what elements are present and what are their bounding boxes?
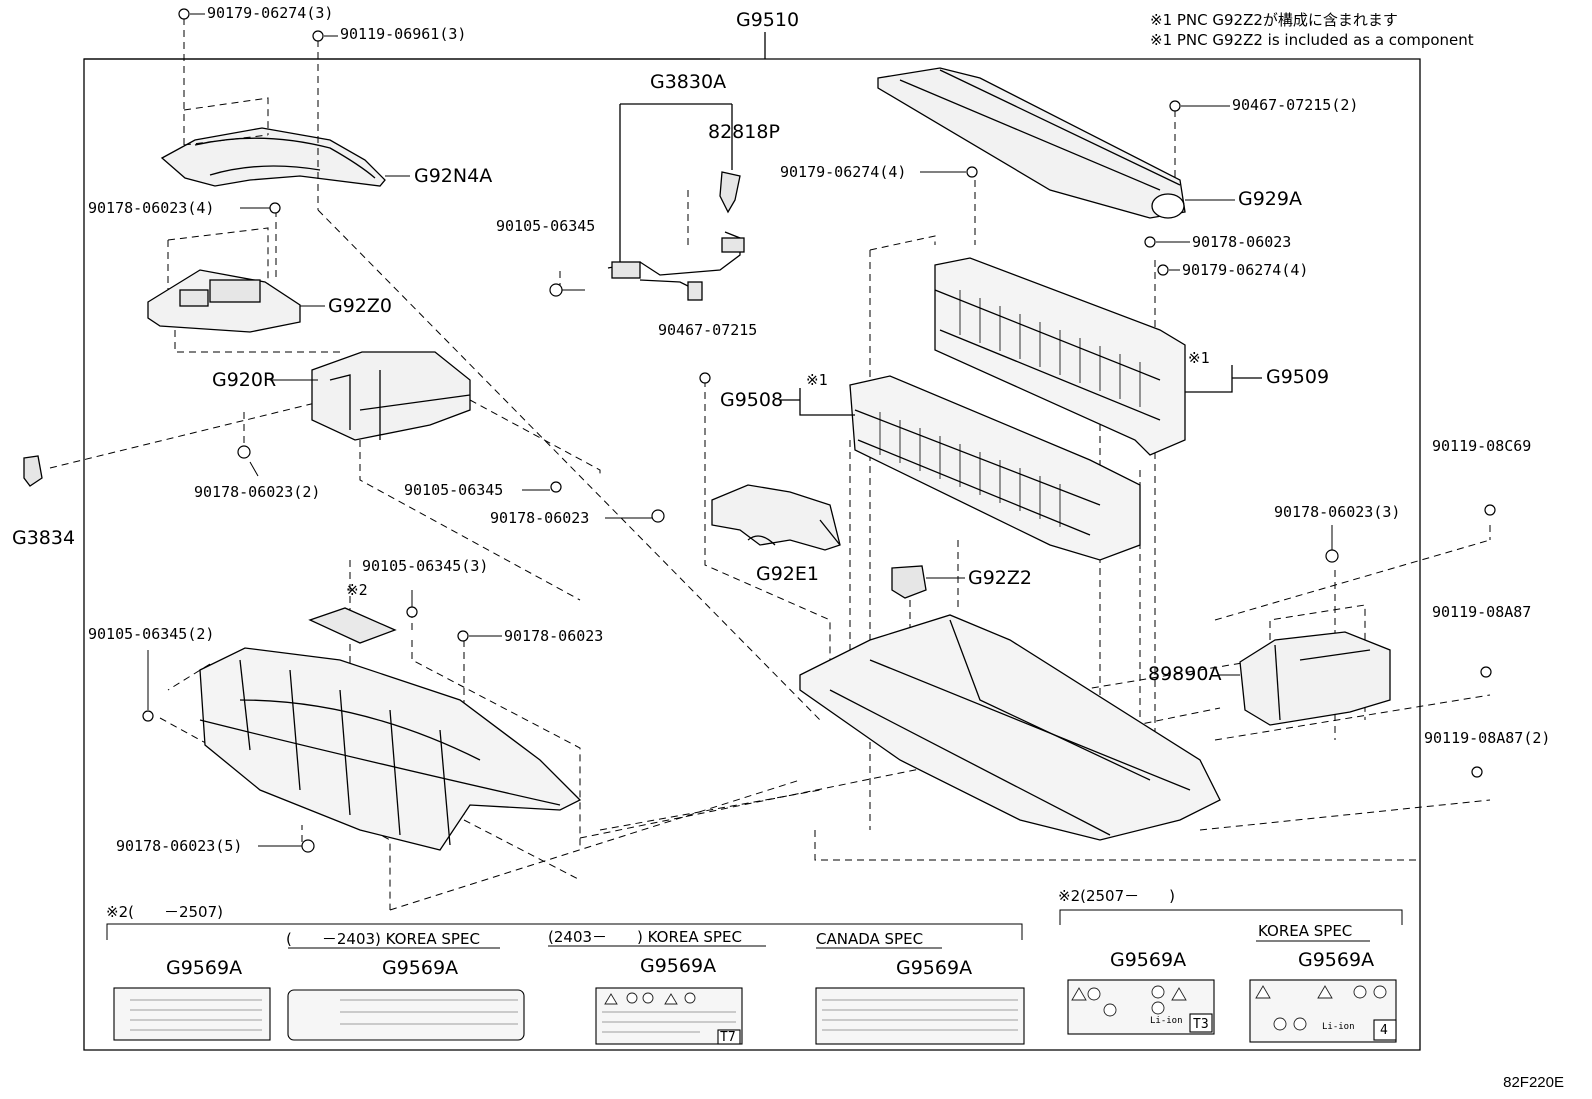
callout-90119-06961-3: 90119-06961(3) — [340, 25, 467, 43]
callout-90105-06345-b: 90105-06345 — [404, 481, 504, 499]
tag-t3: T3 — [1193, 1017, 1209, 1032]
spec-canada: CANADA SPEC — [816, 930, 924, 948]
part-89890a — [1239, 631, 1391, 726]
part-g92e1 — [711, 484, 841, 551]
frame-border — [83, 58, 1421, 1051]
callout-g92n4a: G92N4A — [414, 165, 493, 187]
li-ion-tag-1: Li-ion — [1150, 1016, 1183, 1026]
callout-90179-06274-3: 90179-06274(3) — [207, 4, 334, 22]
label-section-brackets — [106, 909, 1403, 949]
callout-90178-06023-b: 90178-06023 — [504, 627, 604, 645]
callout-90467-07215-2: 90467-07215(2) — [1232, 96, 1359, 114]
label-pnc-6: G9569A — [1298, 949, 1375, 971]
callout-90105-06345-2: 90105-06345(2) — [88, 625, 215, 643]
label-pnc-5: G9569A — [1110, 949, 1187, 971]
callout-g929a: G929A — [1238, 188, 1302, 210]
part-g92z2 — [891, 565, 927, 599]
callout-90178-06023-3: 90178-06023(3) — [1274, 503, 1401, 521]
spec-korea-right: KOREA SPEC — [1258, 922, 1353, 940]
callout-90105-06345-3: 90105-06345(3) — [362, 557, 489, 575]
bolt-icons — [142, 8, 1496, 853]
sticker-note2 — [308, 607, 397, 644]
callout-90179-06274-4-a: 90179-06274(4) — [780, 163, 907, 181]
callout-90119-08a87: 90119-08A87 — [1432, 603, 1532, 621]
callout-90179-06274-4-b: 90179-06274(4) — [1182, 261, 1309, 279]
note-english: ※1 PNC G92Z2 is included as a component — [1150, 31, 1474, 49]
callout-90119-08a87-2: 90119-08A87(2) — [1424, 729, 1551, 747]
callout-mark1-g9509: ※1 — [1188, 349, 1210, 367]
li-ion-tag-2: Li-ion — [1322, 1022, 1355, 1032]
callout-90178-06023-2: 90178-06023(2) — [194, 483, 321, 501]
callout-g920r: G920R — [212, 369, 277, 391]
callout-89890a: 89890A — [1148, 663, 1222, 685]
callout-90467-07215: 90467-07215 — [658, 321, 758, 339]
note-japanese: ※1 PNC G92Z2が構成に含まれます — [1150, 11, 1398, 29]
tag-t7: T7 — [720, 1030, 736, 1045]
spec-korea-new: (2403－ ) KOREA SPEC — [548, 928, 742, 946]
callout-g3830a: G3830A — [650, 71, 727, 93]
warning-label-2 — [287, 989, 525, 1041]
part-g3834 — [23, 455, 43, 487]
warning-label-4 — [815, 987, 1025, 1045]
part-g9508-module — [849, 375, 1141, 561]
callout-90178-06023-5: 90178-06023(5) — [116, 837, 243, 855]
label-pnc-1: G9569A — [166, 957, 243, 979]
callout-90178-06023-a: 90178-06023 — [490, 509, 590, 527]
callout-g92e1: G92E1 — [756, 563, 819, 585]
part-g929a — [877, 67, 1186, 219]
label-group-right-heading: ※2(2507－ ) — [1058, 887, 1175, 905]
callout-g9509: G9509 — [1266, 366, 1330, 388]
part-battery-tray — [799, 614, 1221, 841]
callout-90178-06023-4: 90178-06023(4) — [88, 199, 215, 217]
callout-90119-08c69: 90119-08C69 — [1432, 437, 1532, 455]
reference-code: 82F220E — [1503, 1074, 1564, 1091]
label-pnc-4: G9569A — [896, 957, 973, 979]
callout-mark1-g9508: ※1 — [806, 371, 828, 389]
warning-label-1 — [113, 987, 271, 1041]
callout-mark2: ※2 — [346, 581, 368, 599]
part-g920r — [311, 351, 471, 441]
callout-g3834: G3834 — [12, 527, 76, 549]
callout-90105-06345-a: 90105-06345 — [496, 217, 596, 235]
callout-g9510: G9510 — [736, 9, 800, 31]
label-group-left-heading: ※2( －2507) — [106, 903, 223, 921]
label-pnc-3: G9569A — [640, 955, 717, 977]
part-lower-cover-left — [199, 647, 582, 851]
callout-g92z2: G92Z2 — [968, 567, 1033, 589]
duct-g92n4a — [160, 127, 386, 187]
part-g3830a-harness — [607, 103, 745, 301]
label-pnc-2: G9569A — [382, 957, 459, 979]
callout-g92z0: G92Z0 — [328, 295, 393, 317]
spec-korea-old: ( －2403) KOREA SPEC — [286, 930, 480, 948]
warning-labels — [113, 979, 1397, 1045]
callout-82818p: 82818P — [708, 121, 780, 143]
part-g9509-module — [934, 257, 1186, 456]
part-g92z0 — [147, 269, 301, 333]
callout-g9508: G9508 — [720, 389, 784, 411]
callout-90178-06023-c: 90178-06023 — [1192, 233, 1292, 251]
tag-t4: 4 — [1380, 1023, 1388, 1038]
